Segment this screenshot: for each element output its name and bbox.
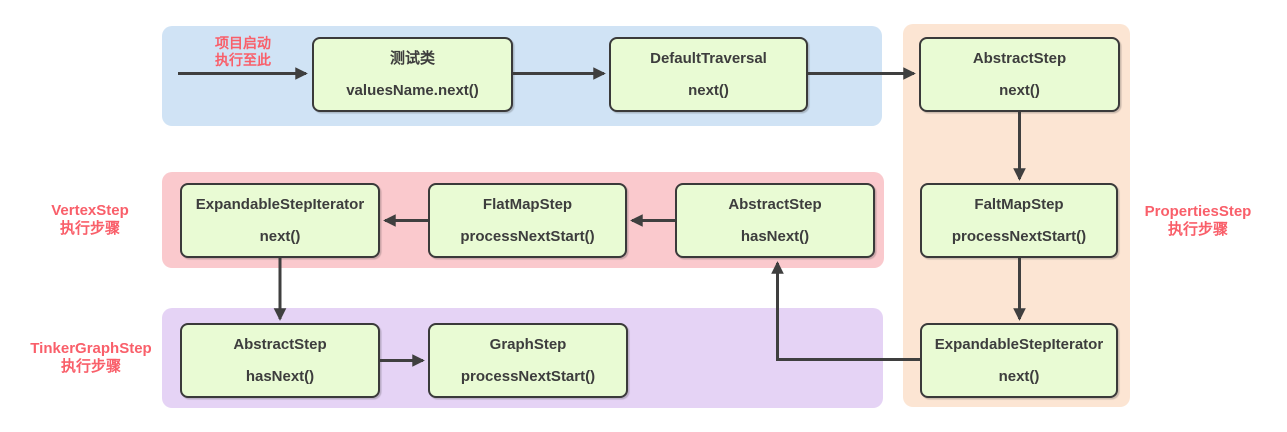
node-title: ExpandableStepIterator — [195, 196, 365, 213]
node-title: 测试类 — [389, 50, 435, 67]
node-method: processNextStart() — [460, 368, 596, 385]
node-method: processNextStart() — [951, 228, 1087, 245]
annotation-line: 项目启动 — [215, 35, 271, 51]
node-title: AbstractStep — [233, 336, 327, 353]
node-method: next() — [998, 368, 1040, 385]
annotation-vertex-step: VertexStep 执行步骤 — [20, 202, 160, 238]
node-expandable-step-iterator-right: ExpandableStepIterator next() — [920, 323, 1118, 398]
node-method: next() — [999, 82, 1040, 99]
node-method: processNextStart() — [460, 228, 595, 245]
annotation-line: 执行至此 — [215, 52, 271, 68]
annotation-startup: 项目启动 执行至此 — [186, 35, 300, 69]
node-method: hasNext() — [245, 368, 315, 385]
annotation-properties-step: PropertiesStep 执行步骤 — [1128, 203, 1268, 239]
node-title: ExpandableStepIterator — [934, 336, 1104, 353]
annotation-line: TinkerGraphStep — [30, 340, 152, 357]
annotation-line: 执行步骤 — [60, 358, 121, 375]
node-falt-map-step: FaltMapStep processNextStart() — [920, 183, 1118, 258]
annotation-line: 执行步骤 — [1167, 221, 1228, 238]
node-method: next() — [259, 228, 301, 245]
annotation-line: 执行步骤 — [59, 220, 120, 237]
node-title: DefaultTraversal — [650, 50, 767, 67]
node-abstract-step-next: AbstractStep next() — [919, 37, 1120, 112]
node-title: AbstractStep — [728, 196, 822, 213]
node-title: AbstractStep — [972, 50, 1067, 67]
node-method: hasNext() — [740, 228, 810, 245]
node-abstract-step-hasnext-mid: AbstractStep hasNext() — [675, 183, 875, 258]
node-abstract-step-hasnext-bottom: AbstractStep hasNext() — [180, 323, 380, 398]
node-test-class: 测试类 valuesName.next() — [312, 37, 513, 112]
node-method: valuesName.next() — [346, 82, 479, 99]
node-graph-step: GraphStep processNextStart() — [428, 323, 628, 398]
node-title: FaltMapStep — [974, 196, 1064, 213]
node-method: next() — [688, 82, 729, 99]
node-title: GraphStep — [489, 336, 567, 353]
annotation-tinker-graph-step: TinkerGraphStep 执行步骤 — [11, 340, 171, 376]
annotation-line: VertexStep — [51, 202, 129, 219]
annotation-line: PropertiesStep — [1144, 203, 1252, 220]
node-default-traversal: DefaultTraversal next() — [609, 37, 808, 112]
node-title: FlatMapStep — [482, 196, 573, 213]
node-flat-map-step: FlatMapStep processNextStart() — [428, 183, 627, 258]
node-expandable-step-iterator-left: ExpandableStepIterator next() — [180, 183, 380, 258]
